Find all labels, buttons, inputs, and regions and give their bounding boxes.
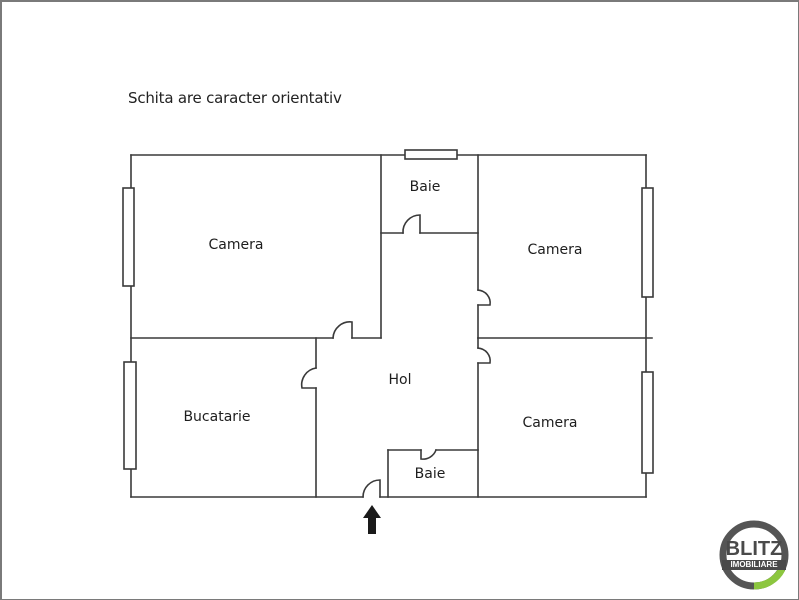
room-label-camera-top-left: Camera — [208, 237, 264, 253]
arrow-up-icon — [363, 505, 381, 534]
window-right-top — [641, 187, 654, 298]
camera-bottom-right-door — [477, 347, 491, 364]
room-label-hol: Hol — [388, 372, 412, 388]
bucatarie-door — [300, 367, 317, 389]
room-label-baie-bottom: Baie — [414, 466, 446, 482]
logo-text-blitz: BLITZ — [725, 538, 783, 560]
baie-top-door — [402, 214, 421, 234]
caption: Schita are caracter orientativ — [128, 89, 342, 107]
room-label-bucatarie: Bucatarie — [183, 409, 251, 425]
blitz-logo: BLITZ IMOBILIARE — [718, 519, 790, 591]
room-label-camera-top-right: Camera — [527, 242, 583, 258]
window-left-bottom — [123, 361, 137, 470]
entrance-door — [362, 479, 381, 498]
logo-text-imobiliare: IMOBILIARE — [722, 560, 786, 570]
logo-ring-icon — [719, 520, 789, 590]
room-label-camera-bottom-right: Camera — [522, 415, 578, 431]
camera-top-right-door — [477, 289, 491, 306]
room-label-baie-top: Baie — [409, 179, 441, 195]
baie-bottom-door — [420, 448, 438, 460]
window-top — [404, 149, 458, 160]
window-right-bottom — [641, 371, 654, 474]
camera-top-left-door — [332, 321, 353, 339]
window-left-top — [122, 187, 135, 287]
